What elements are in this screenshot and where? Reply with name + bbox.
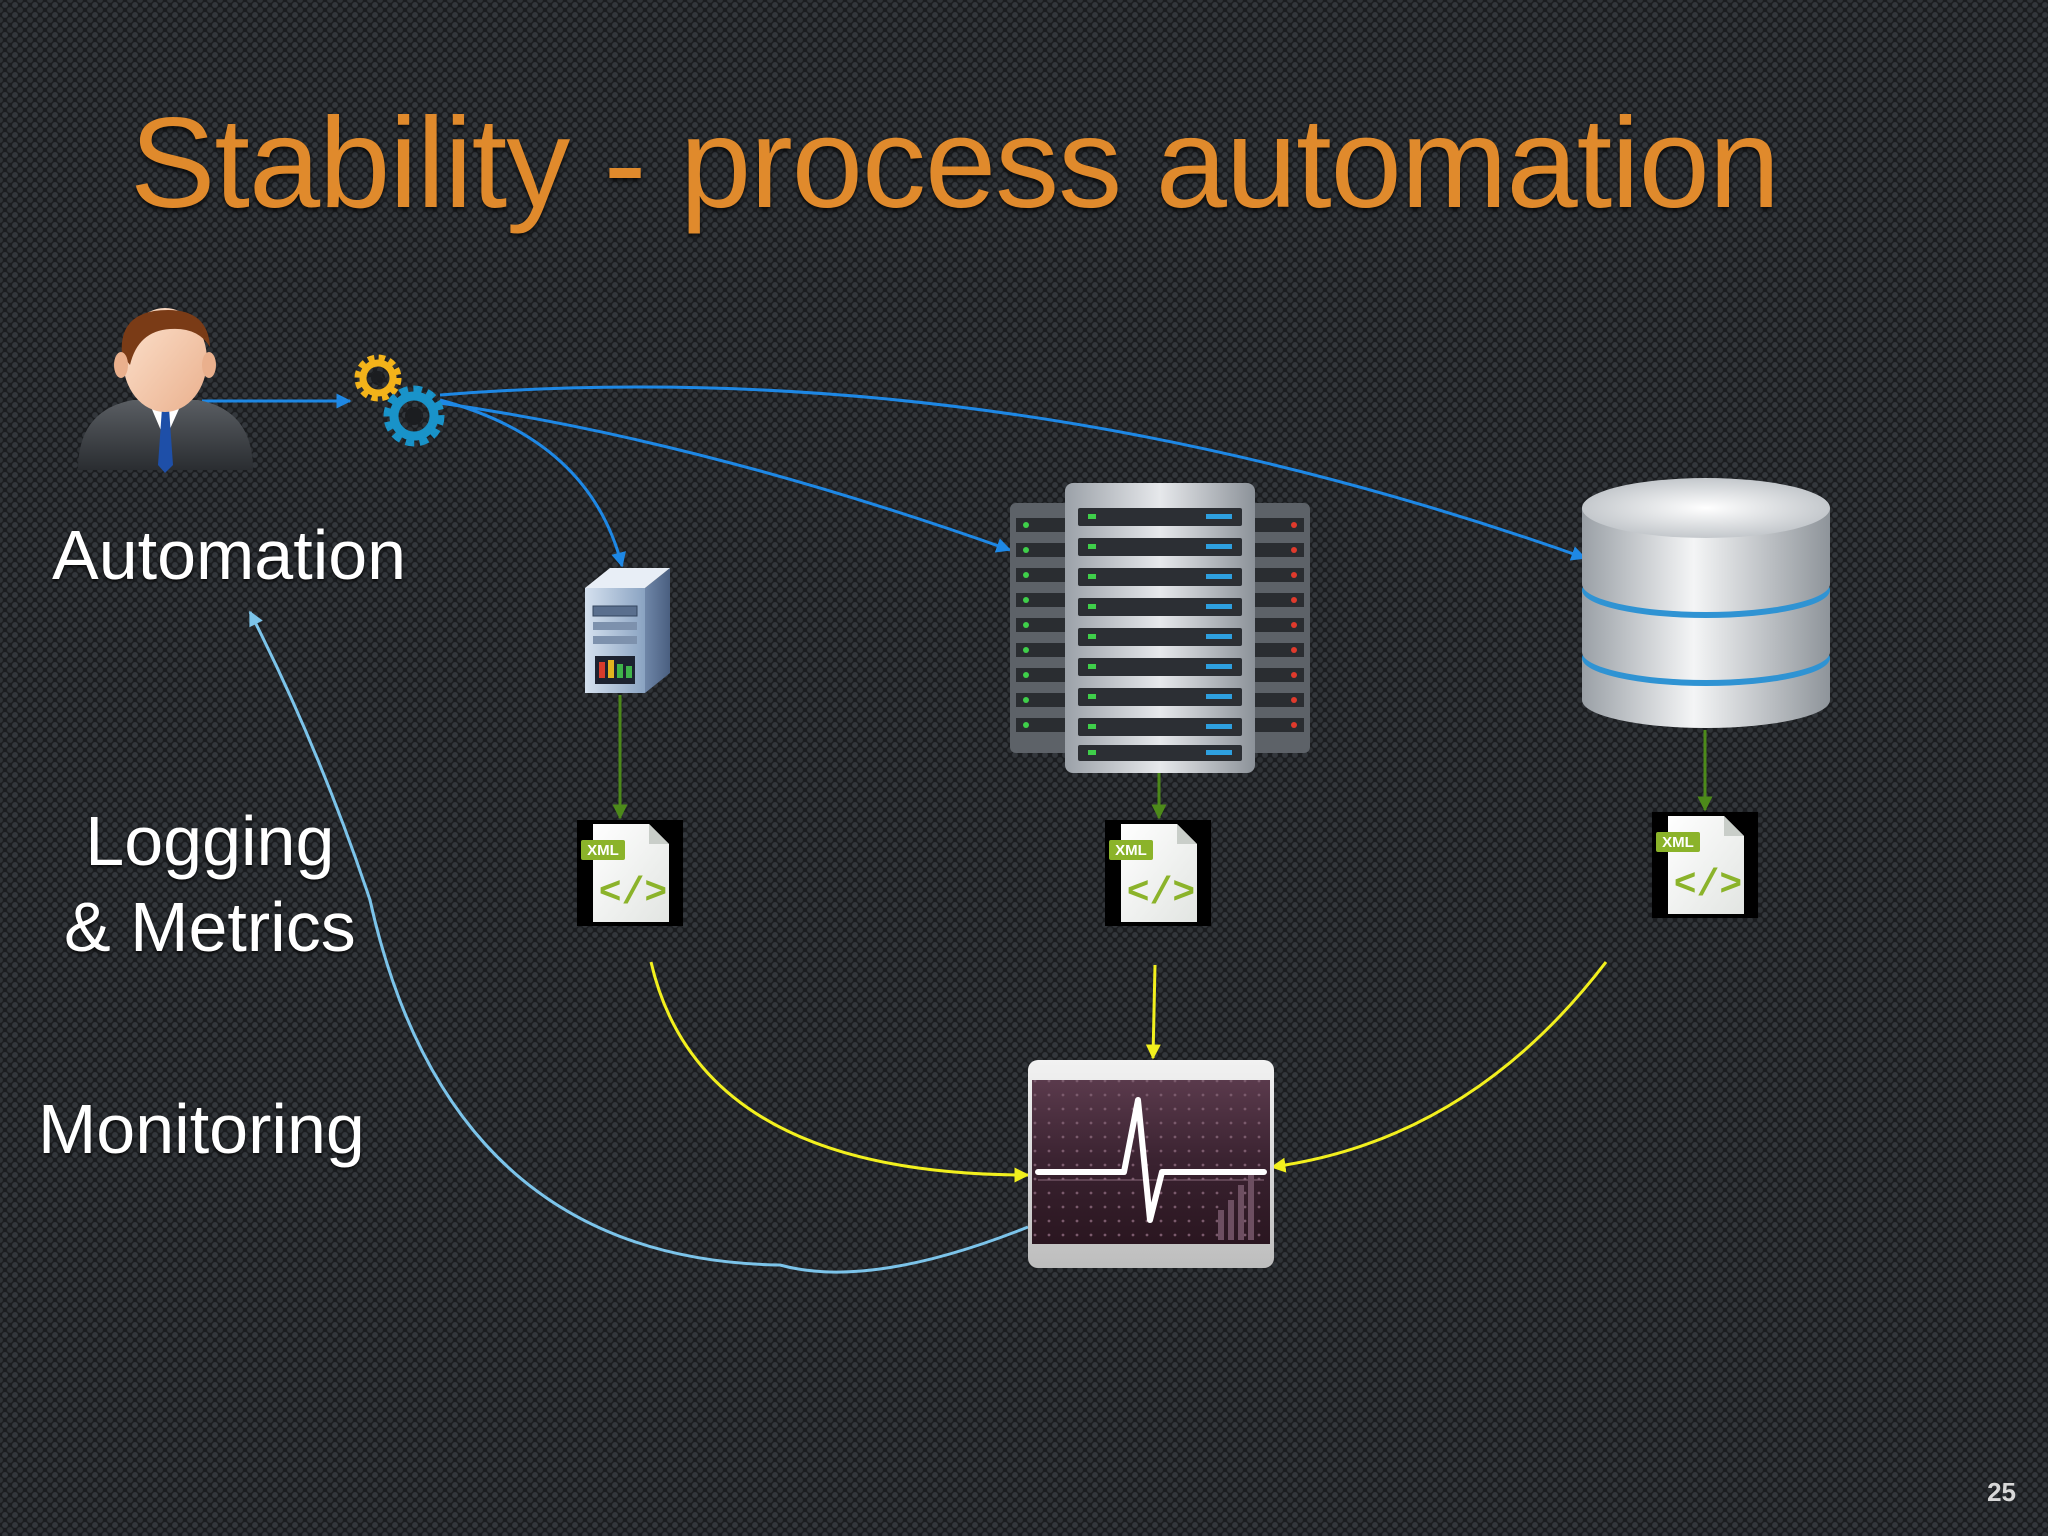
logging-metrics-label: Logging & Metrics xyxy=(64,798,356,970)
gears-icon xyxy=(354,354,445,447)
arrow-xml1-to-monitor xyxy=(649,961,1030,1183)
log-arrows xyxy=(612,695,1713,820)
server-rack-icon xyxy=(1010,483,1310,773)
xml-badge-text: XML xyxy=(1662,834,1694,851)
control-arrows xyxy=(202,385,1587,568)
arrow-monitor-to-automation xyxy=(248,610,1029,1274)
slide-title: Stability - process automation xyxy=(130,92,1780,235)
metrics-label: & Metrics xyxy=(64,888,356,966)
xml-badge-text: XML xyxy=(1115,842,1147,859)
arrow-gears-to-rack xyxy=(439,401,1012,553)
xml-code-symbol: </> xyxy=(599,872,667,915)
user-icon xyxy=(78,308,253,473)
metrics-arrows xyxy=(649,961,1608,1183)
xml-code-symbol: </> xyxy=(1674,864,1742,907)
automation-label: Automation xyxy=(52,516,407,594)
logging-label: Logging xyxy=(85,802,335,880)
xml-badge-text: XML xyxy=(587,842,619,859)
xml-file-icon: XML </> xyxy=(1105,820,1211,926)
xml-code-symbol: </> xyxy=(1127,872,1195,915)
xml-file-icon: XML </> xyxy=(577,820,683,926)
arrow-gears-to-db xyxy=(439,385,1587,561)
page-number: 25 xyxy=(1987,1477,2016,1507)
database-icon xyxy=(1582,478,1830,728)
arrow-xml2-to-monitor xyxy=(1145,964,1161,1060)
activity-monitor-icon xyxy=(1028,1060,1274,1268)
arrow-gears-to-pc xyxy=(439,398,626,568)
arrow-xml3-to-monitor xyxy=(1270,961,1608,1173)
xml-file-icon: XML </> xyxy=(1652,812,1758,918)
server-tower-icon xyxy=(585,568,670,693)
monitoring-label: Monitoring xyxy=(38,1090,365,1168)
